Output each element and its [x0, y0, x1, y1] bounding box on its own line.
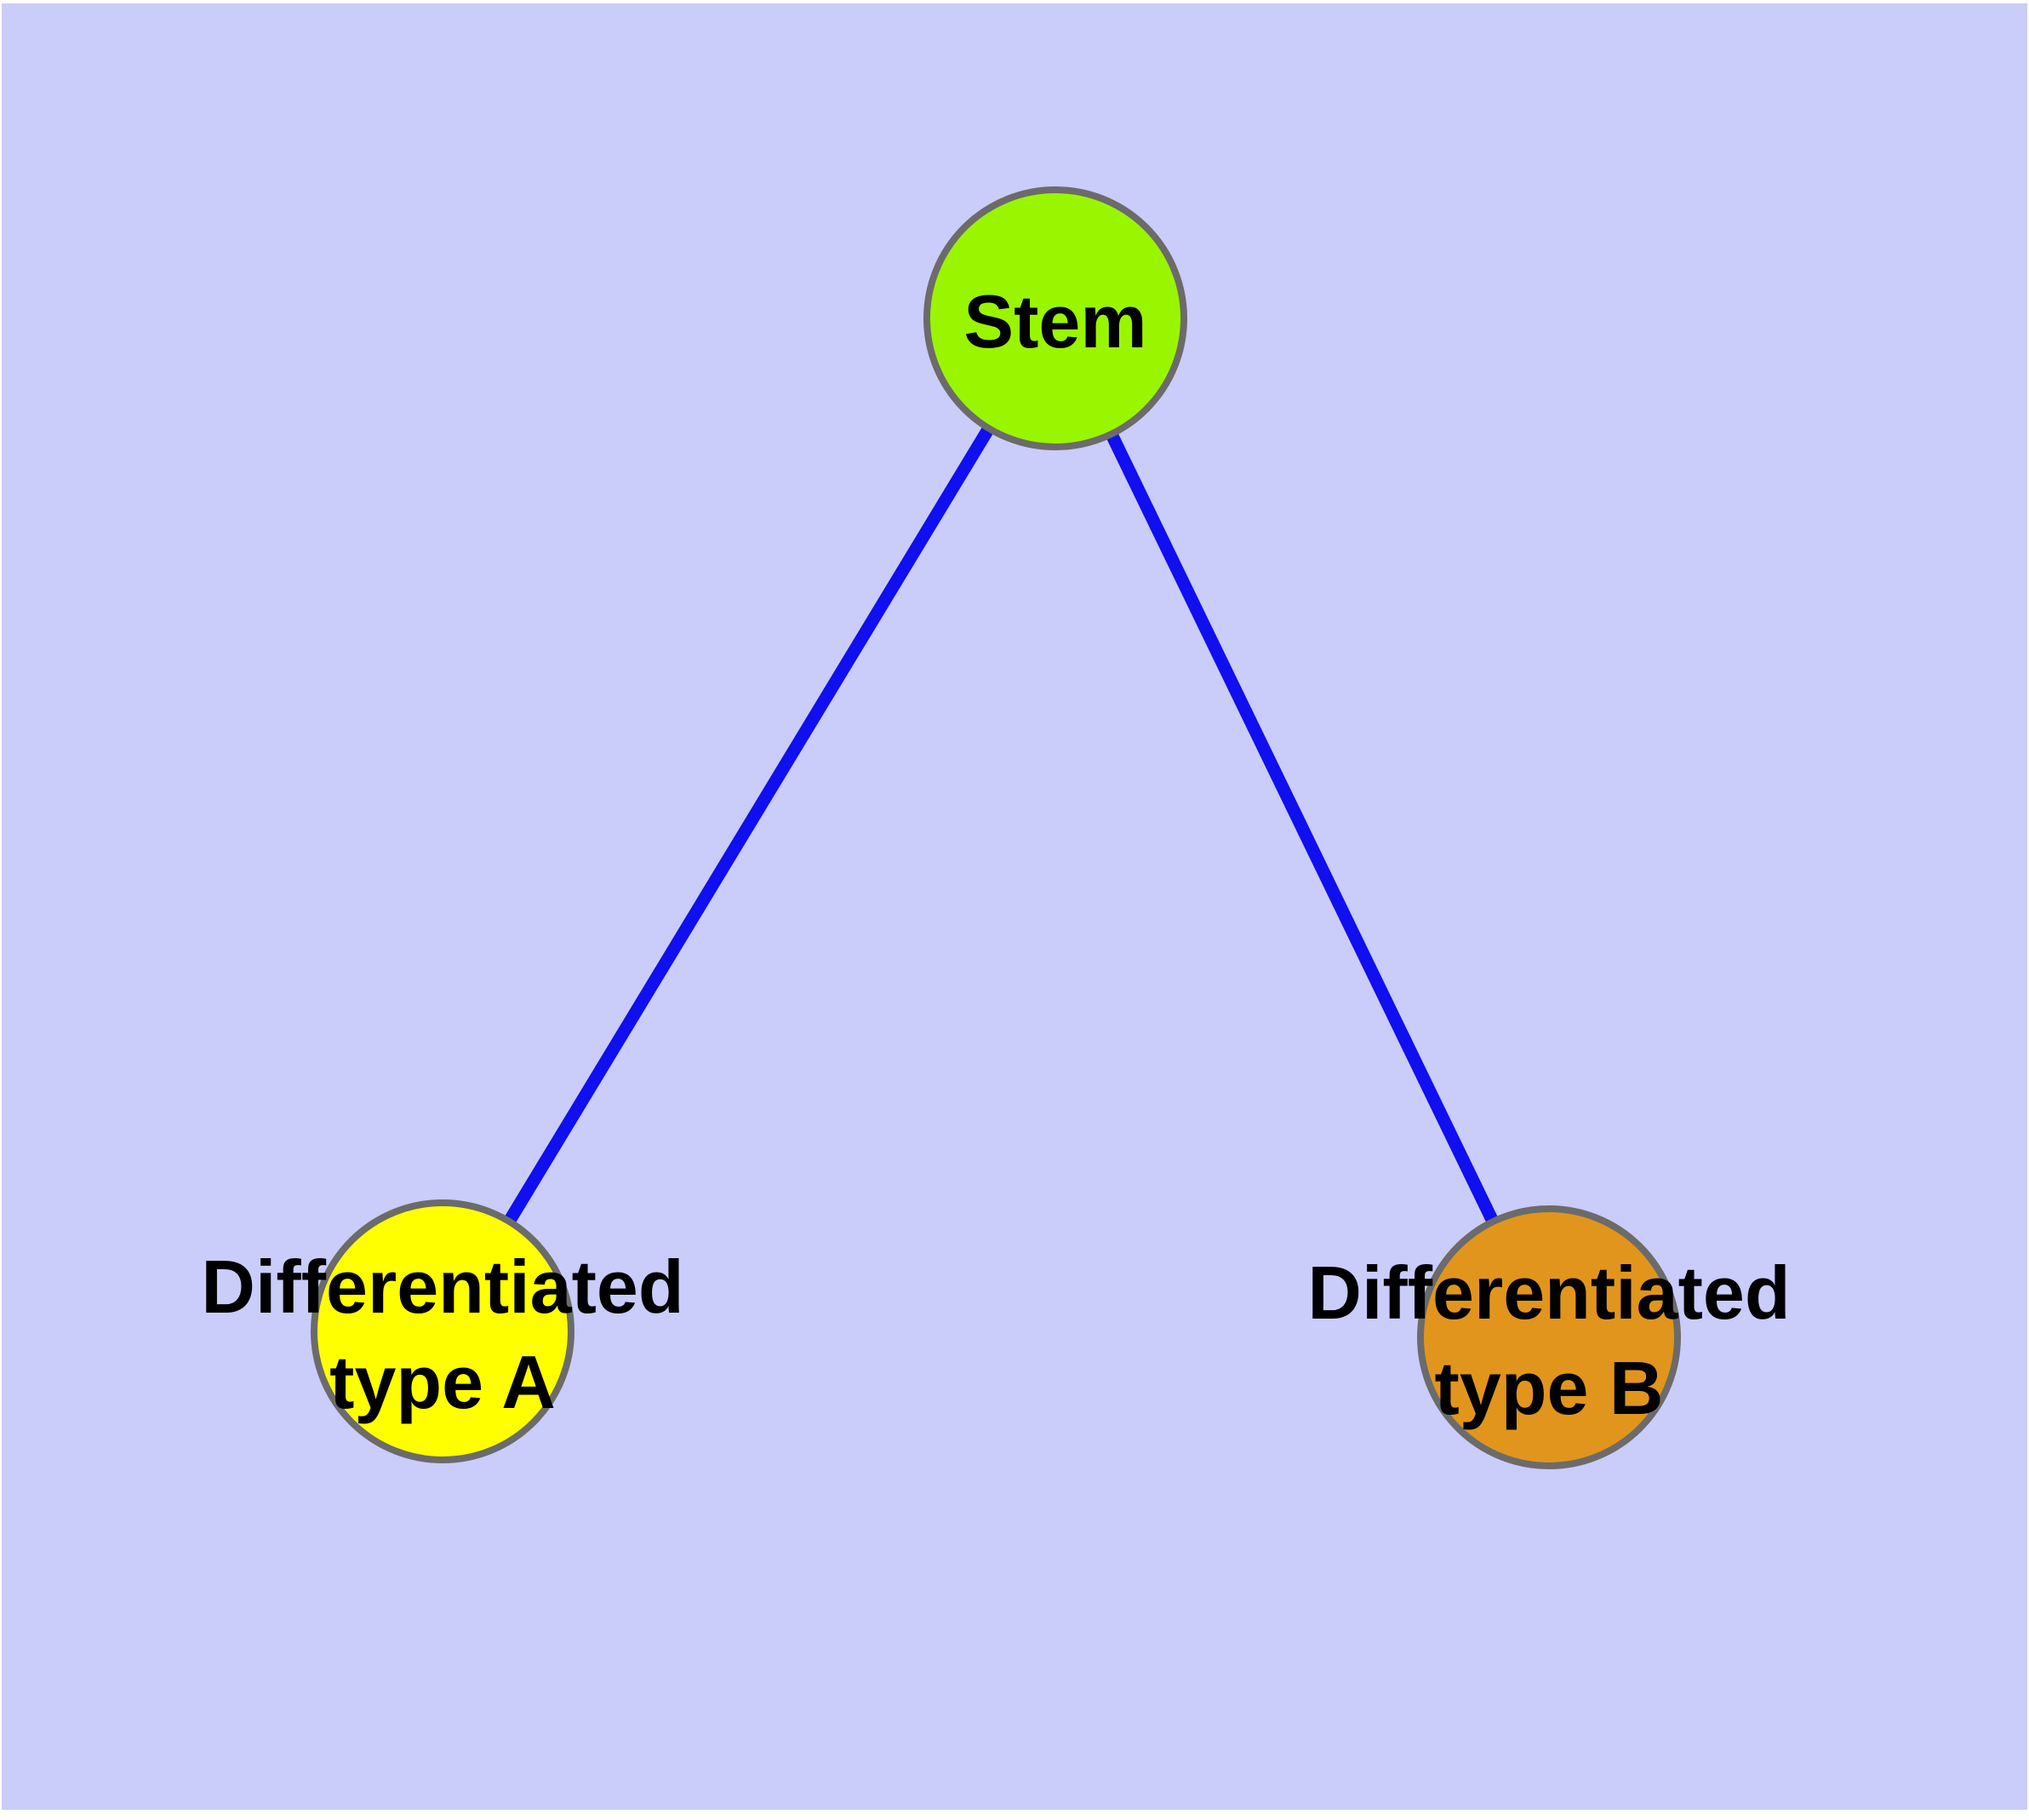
node-layer: Stem Differentiated type A Differentiate…	[201, 186, 1791, 1469]
node-differentiated-type-b-circle	[1417, 1205, 1681, 1469]
edge-layer	[437, 315, 1555, 1341]
node-differentiated-type-b-label-line1: Differentiated	[1307, 1251, 1790, 1335]
node-stem: Stem	[923, 186, 1187, 450]
node-differentiated-type-a: Differentiated type A	[201, 1199, 684, 1463]
node-differentiated-type-a-circle	[311, 1199, 574, 1463]
node-differentiated-type-b-label-line2: type B	[1435, 1346, 1664, 1430]
node-differentiated-type-b: Differentiated type B	[1307, 1205, 1791, 1469]
edge-stem-to-type-a	[437, 315, 1061, 1335]
node-differentiated-type-a-label-line2: type A	[329, 1340, 556, 1424]
node-stem-label: Stem	[963, 279, 1146, 363]
edge-stem-to-type-b	[1049, 315, 1555, 1341]
node-differentiated-type-a-label-line1: Differentiated	[201, 1245, 683, 1329]
node-stem-circle	[923, 186, 1187, 450]
